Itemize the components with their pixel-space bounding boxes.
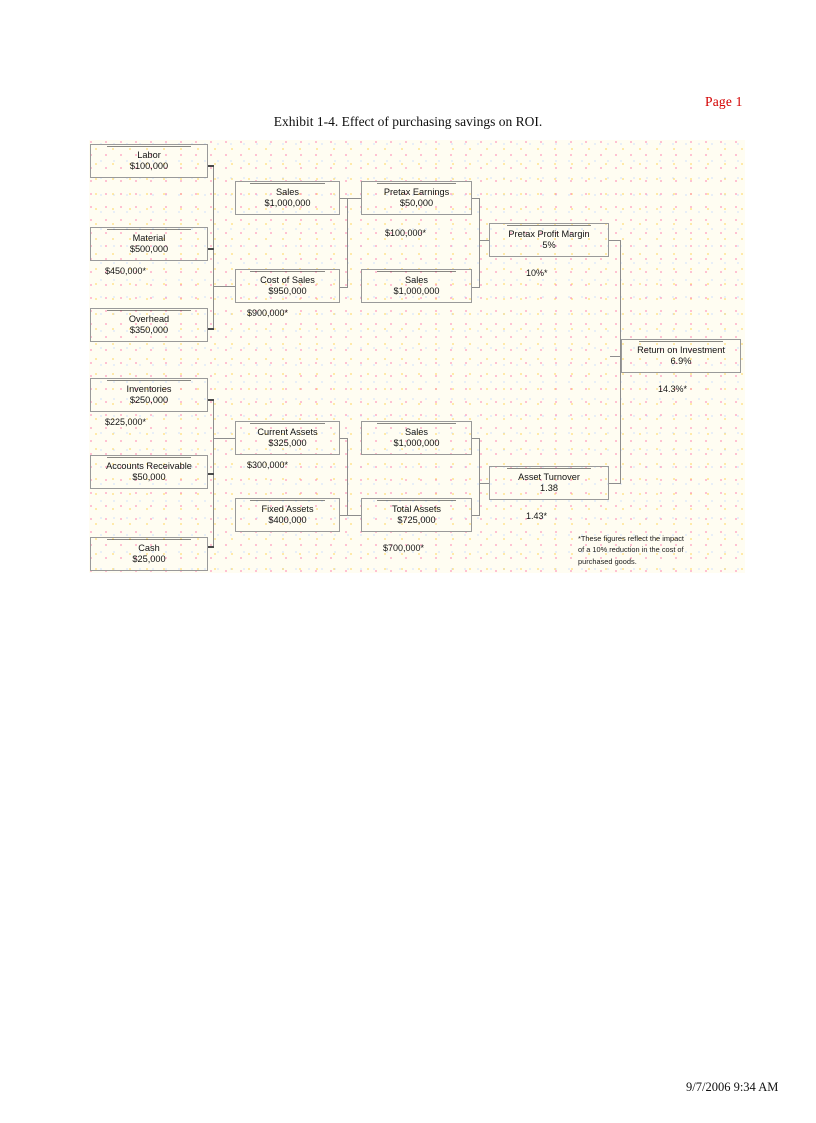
node-sales-low: Sales $1,000,000 xyxy=(361,421,472,455)
node-total-assets: Total Assets $725,000 xyxy=(361,498,472,532)
connector-to-pretax-margin xyxy=(479,240,489,241)
connector-to-pretax-earnings xyxy=(347,198,361,199)
connector-to-asset-turnover xyxy=(479,483,489,484)
connector-receivable-stub xyxy=(207,473,214,475)
page-title: Exhibit 1-4. Effect of purchasing saving… xyxy=(273,114,543,129)
annotation-cost-of-sales-alt: $900,000* xyxy=(247,308,289,318)
node-asset-turnover-value: 1.38 xyxy=(540,483,558,493)
node-accounts-receivable-value: $50,000 xyxy=(132,472,166,482)
annotation-pretax-earnings-alt: $100,000* xyxy=(385,228,427,238)
node-cash: Cash $25,000 xyxy=(90,537,208,571)
connector-pretax-margin-out xyxy=(609,240,621,241)
node-inventories-label: Inventories xyxy=(126,383,172,394)
connector-total-assets-out xyxy=(471,515,480,516)
node-sales-top: Sales $1,000,000 xyxy=(235,181,340,215)
node-cash-value: $25,000 xyxy=(132,554,166,564)
connector-sales-top-out xyxy=(339,198,348,199)
node-material-label: Material xyxy=(132,232,166,243)
node-overhead-label: Overhead xyxy=(128,313,170,324)
node-total-assets-label: Total Assets xyxy=(391,503,442,514)
connector-inventories-stub xyxy=(207,399,214,401)
connector-fixed-assets-out xyxy=(339,515,348,516)
node-pretax-profit-margin-label: Pretax Profit Margin xyxy=(508,228,590,239)
node-pretax-earnings-value: $50,000 xyxy=(399,198,434,208)
connector-labor-stub xyxy=(207,165,214,167)
node-overhead-value: $350,000 xyxy=(129,325,169,335)
node-cost-of-sales: Cost of Sales $950,000 xyxy=(235,269,340,303)
node-sales-low-value: $1,000,000 xyxy=(393,438,440,448)
roi-diagram: Labor $100,000 Material $500,000 $450,00… xyxy=(89,140,745,573)
node-total-assets-value: $725,000 xyxy=(397,515,436,525)
connector-turnover-vertical xyxy=(479,438,480,516)
node-inventories-value: $250,000 xyxy=(129,395,169,405)
connector-cash-stub xyxy=(207,546,214,548)
connector-sales-low-out xyxy=(471,438,480,439)
connector-material-stub xyxy=(207,248,214,250)
connector-to-total-assets xyxy=(347,515,361,516)
annotation-pretax-margin-alt: 10%* xyxy=(526,268,548,278)
node-inventories: Inventories $250,000 xyxy=(90,378,208,412)
connector-to-current-assets xyxy=(213,438,235,439)
node-return-on-investment: Return on Investment 6.9% xyxy=(621,339,741,373)
node-material: Material $500,000 xyxy=(90,227,208,261)
node-sales-low-label: Sales xyxy=(405,426,428,437)
node-overhead: Overhead $350,000 xyxy=(90,308,208,342)
footnote-line-1: *These figures reflect the impact xyxy=(578,534,684,543)
connector-cost-inputs-vertical xyxy=(213,166,214,329)
annotation-asset-turnover-alt: 1.43* xyxy=(526,511,548,521)
node-sales-mid-value: $1,000,000 xyxy=(393,286,440,296)
connector-margin-vertical xyxy=(479,198,480,288)
node-pretax-earnings-label: Pretax Earnings xyxy=(383,186,450,197)
connector-income-vertical xyxy=(347,198,348,288)
node-pretax-profit-margin-value: 5% xyxy=(542,240,556,250)
node-roi-value: 6.9% xyxy=(670,356,692,366)
connector-cost-of-sales-out xyxy=(339,287,348,288)
node-cost-of-sales-value: $950,000 xyxy=(268,286,307,296)
annotation-roi-alt: 14.3%* xyxy=(658,384,688,394)
node-accounts-receivable-label: Accounts Receivable xyxy=(106,460,192,471)
connector-overhead-stub xyxy=(207,328,214,330)
node-current-assets-value: $325,000 xyxy=(268,438,307,448)
connector-sales-mid-out xyxy=(471,287,480,288)
node-asset-turnover: Asset Turnover 1.38 xyxy=(489,466,609,500)
node-labor-value: $100,000 xyxy=(129,161,169,171)
node-sales-top-label: Sales xyxy=(276,186,299,197)
node-fixed-assets-value: $400,000 xyxy=(268,515,307,525)
page-number: Page 1 xyxy=(705,94,743,109)
node-fixed-assets: Fixed Assets $400,000 xyxy=(235,498,340,532)
node-accounts-receivable: Accounts Receivable $50,000 xyxy=(90,455,208,489)
connector-asset-turnover-out xyxy=(609,483,621,484)
node-sales-mid-label: Sales xyxy=(405,274,428,285)
footnote-line-3: purchased goods. xyxy=(578,556,637,566)
node-current-assets: Current Assets $325,000 xyxy=(235,421,340,455)
node-pretax-profit-margin: Pretax Profit Margin 5% xyxy=(489,223,609,257)
annotation-inventories-alt: $225,000* xyxy=(105,417,147,427)
annotation-current-assets-alt: $300,000* xyxy=(247,460,289,470)
connector-current-assets-out xyxy=(339,438,348,439)
annotation-material-alt: $450,000* xyxy=(105,266,147,276)
node-sales-top-value: $1,000,000 xyxy=(264,198,311,208)
connector-total-assets-vertical xyxy=(347,438,348,516)
connector-to-cost-of-sales xyxy=(213,286,235,287)
diagram-footnote: *These figures reflect the impact of a 1… xyxy=(578,533,718,567)
node-material-value: $500,000 xyxy=(129,244,169,254)
node-roi-label: Return on Investment xyxy=(637,344,725,355)
node-labor: Labor $100,000 xyxy=(90,144,208,178)
node-cash-label: Cash xyxy=(138,542,160,553)
node-current-assets-label: Current Assets xyxy=(257,426,318,437)
footnote-line-2: of a 10% reduction in the cost of xyxy=(578,545,684,555)
connector-to-roi xyxy=(610,356,621,357)
node-fixed-assets-label: Fixed Assets xyxy=(261,503,314,514)
node-asset-turnover-label: Asset Turnover xyxy=(518,471,580,482)
page-timestamp: 9/7/2006 9:34 AM xyxy=(686,1080,779,1094)
node-cost-of-sales-label: Cost of Sales xyxy=(260,274,315,285)
connector-roi-vertical xyxy=(620,240,621,483)
node-labor-label: Labor xyxy=(137,149,161,160)
annotation-total-assets-alt: $700,000* xyxy=(383,543,425,553)
node-sales-mid: Sales $1,000,000 xyxy=(361,269,472,303)
connector-pretax-earnings-out xyxy=(471,198,480,199)
node-pretax-earnings: Pretax Earnings $50,000 xyxy=(361,181,472,215)
